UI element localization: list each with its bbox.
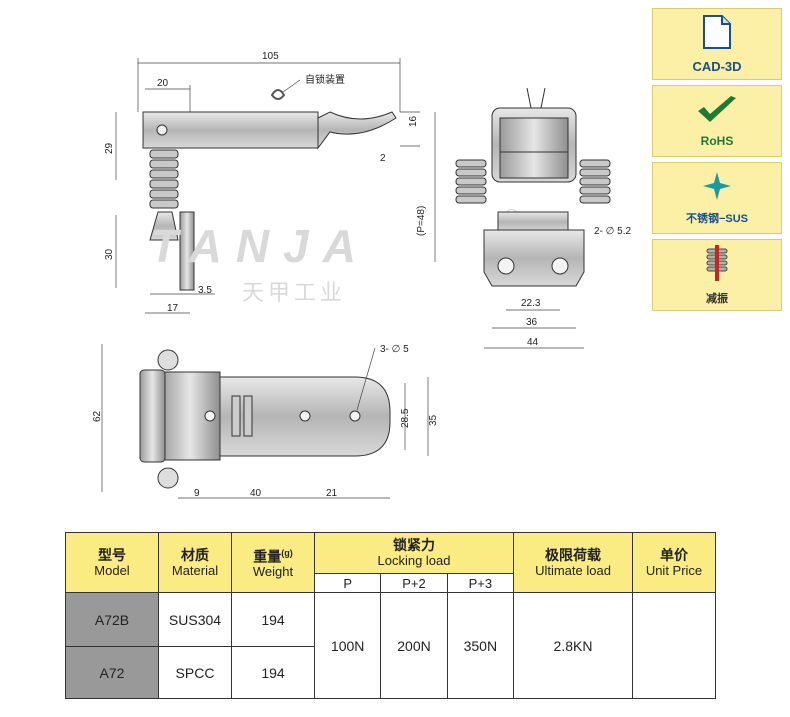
subheader-p: P — [313, 573, 382, 593]
tile-rohs[interactable]: RoHS — [652, 85, 782, 157]
table-row: A72B SUS304 194 100N 200N 350N 2.8KN — [65, 592, 716, 699]
cad-label: CAD-3D — [692, 59, 742, 74]
sparkle-icon — [702, 171, 732, 206]
table-row: A72 SPCC 194 — [65, 646, 716, 699]
plan-view: 3- ∅ 5 62 28.5 35 9 40 21 — [92, 344, 439, 499]
dim-28-5: 28.5 — [400, 408, 411, 428]
dim-p48: (P=48) — [416, 206, 427, 236]
model-cell: A72B — [65, 592, 159, 647]
dim-3-5: 3.5 — [198, 285, 212, 296]
sus-label: 不锈钢−SUS — [685, 212, 749, 225]
document-icon — [702, 14, 732, 55]
side-hook — [179, 211, 195, 291]
plan-base-plate — [177, 376, 391, 457]
feature-sidebar: CAD-3D RoHS 不锈钢−SUS 减振 — [652, 8, 782, 316]
watermark-cn: 天甲工业 — [242, 280, 346, 305]
front-spring-right — [579, 159, 611, 204]
dim-62: 62 — [92, 410, 103, 422]
model-cell: A72 — [65, 646, 159, 699]
weight-cell: 194 — [231, 646, 315, 699]
dim-29: 29 — [104, 142, 115, 154]
front-base-plate — [483, 229, 585, 287]
weight-cell: 194 — [231, 592, 315, 647]
watermark-logo: TANJA — [150, 220, 370, 272]
self-lock-ring — [270, 89, 286, 100]
dim-30: 30 — [104, 248, 115, 260]
subheader-p2: P+2 — [380, 573, 448, 593]
side-base-plate — [142, 111, 319, 149]
technical-drawing: 105 20 自锁装置 29 30 16 2 — [92, 51, 631, 499]
dim-36: 36 — [526, 317, 538, 328]
dim-20: 20 — [157, 78, 169, 89]
rohs-label: RoHS — [700, 133, 734, 148]
dim-17: 17 — [167, 303, 179, 314]
tile-damping[interactable]: 减振 — [652, 239, 782, 311]
checkmark-icon — [695, 95, 739, 130]
material-cell: SPCC — [158, 646, 232, 699]
dim-22-3: 22.3 — [521, 298, 541, 309]
tile-sus[interactable]: 不锈钢−SUS — [652, 162, 782, 234]
dim-holes-plan: 3- ∅ 5 — [380, 344, 409, 355]
front-spring-left — [455, 159, 487, 204]
side-spring — [149, 149, 179, 209]
spring-icon — [704, 244, 730, 286]
dim-44: 44 — [527, 337, 539, 348]
locking-p2-cell: 200N — [380, 592, 448, 699]
dim-16: 16 — [408, 115, 419, 127]
self-lock-label: 自锁装置 — [305, 73, 345, 86]
locking-p-cell: 100N — [313, 592, 382, 699]
dim-35: 35 — [428, 414, 439, 426]
side-view: 105 20 自锁装置 29 30 16 2 — [104, 51, 436, 314]
dim-2: 2 — [380, 153, 386, 164]
ultimate-cell: 2.8KN — [513, 592, 633, 699]
price-cell — [632, 592, 716, 699]
dim-40: 40 — [250, 488, 262, 499]
dim-9: 9 — [194, 488, 200, 499]
dim-holes-side: 2- ∅ 5.2 — [594, 226, 631, 237]
header-weight: 重量(g)Weight — [231, 532, 315, 593]
front-view: 2- ∅ 5.2 22.3 36 44 — [455, 87, 631, 349]
dim-21: 21 — [326, 488, 338, 499]
damping-label: 减振 — [706, 292, 728, 305]
subheader-p3: P+3 — [446, 573, 515, 593]
dim-105: 105 — [262, 51, 279, 62]
material-cell: SUS304 — [158, 592, 232, 647]
tile-cad[interactable]: CAD-3D — [652, 8, 782, 80]
locking-p3-cell: 350N — [446, 592, 515, 699]
side-lever — [317, 111, 397, 150]
